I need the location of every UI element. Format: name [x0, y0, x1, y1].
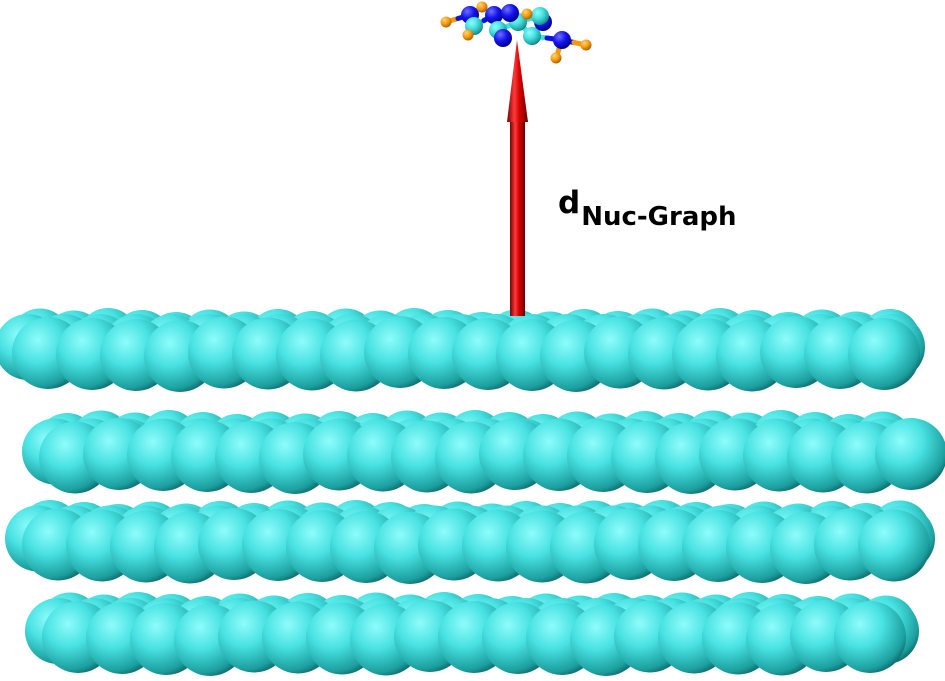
hydrogen-atom — [440, 16, 452, 28]
graphite-atom — [858, 509, 930, 582]
distance-label-symbol: d — [558, 185, 581, 221]
nitrogen-atom — [494, 29, 512, 47]
graphene-sheet-1 — [0, 308, 925, 392]
graphene-sheet-2 — [22, 410, 945, 494]
carbon-atom — [523, 27, 541, 45]
hydrogen-atom — [580, 39, 592, 51]
graphene-layers — [0, 308, 945, 676]
distance-label: dNuc-Graph — [558, 185, 737, 231]
hydrogen-atom — [521, 8, 533, 20]
carbon-atom — [531, 7, 549, 25]
graphite-atom — [848, 318, 920, 390]
hydrogen-atom — [476, 1, 488, 13]
arrow-head — [507, 40, 528, 122]
nitrogen-atom — [553, 31, 571, 49]
hydrogen-atom — [462, 29, 474, 41]
graphene-sheet-3 — [5, 500, 935, 584]
distance-label-subscript: Nuc-Graph — [581, 202, 737, 232]
hydrogen-atom — [550, 52, 562, 64]
nitrogen-atom — [501, 4, 519, 22]
arrow-shaft — [510, 120, 525, 316]
nucleobase-molecule — [440, 1, 592, 64]
nitrogen-atom — [485, 6, 503, 24]
graphite-atom — [834, 601, 906, 673]
graphene-sheet-4 — [25, 592, 919, 676]
distance-arrow — [507, 40, 528, 316]
graphite-atom — [875, 418, 945, 490]
